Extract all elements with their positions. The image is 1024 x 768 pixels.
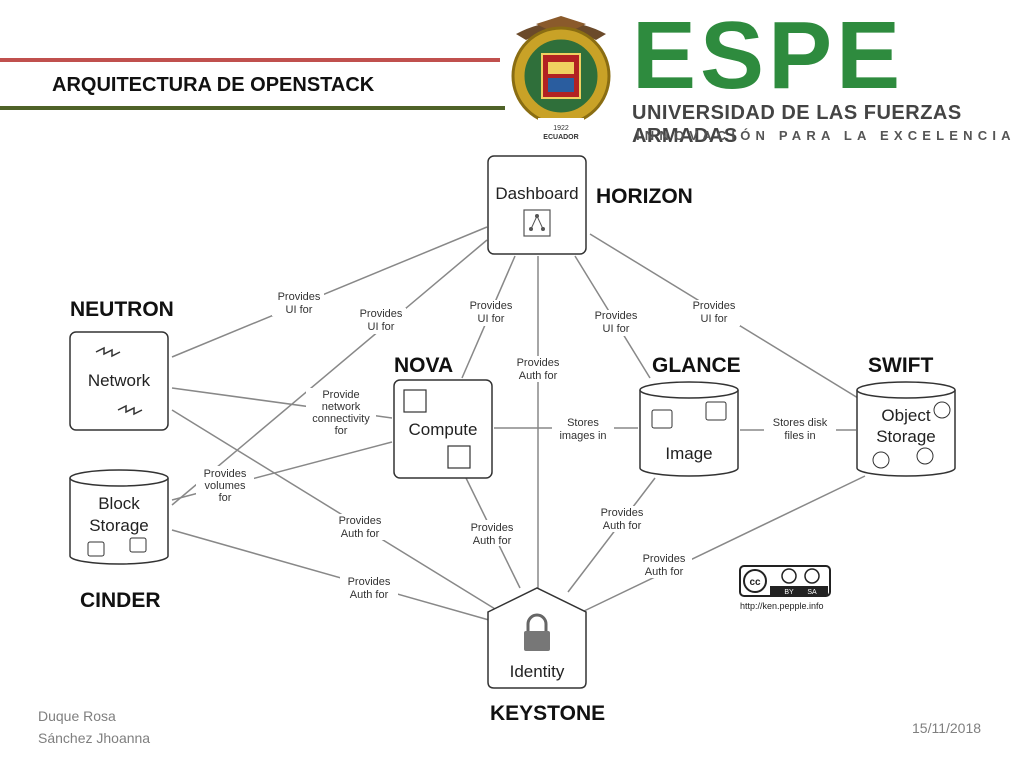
university-name: UNIVERSIDAD DE LAS FUERZAS ARMADAS <box>632 102 962 147</box>
name-neutron: NEUTRON <box>70 298 174 321</box>
edge-identity-network <box>171 409 501 613</box>
name-keystone: KEYSTONE <box>490 702 605 725</box>
edge-identity-block <box>171 529 497 623</box>
edge-identity-image <box>567 477 656 593</box>
footer-date: 15/11/2018 <box>912 720 982 736</box>
object-storage-label-1: Object <box>881 406 930 425</box>
disk-icon-2 <box>705 401 727 421</box>
svg-text:1922: 1922 <box>553 125 569 132</box>
volume-icon-2 <box>129 537 147 553</box>
svg-text:BY: BY <box>784 589 794 596</box>
node-object-storage: Object Storage <box>856 381 956 477</box>
name-horizon: HORIZON <box>596 185 693 208</box>
image-label: Image <box>665 444 712 463</box>
node-image: Image <box>639 381 739 477</box>
sa-icon <box>804 568 820 584</box>
footer-author-1: Duque Rosa <box>38 708 116 724</box>
block-storage-label-1: Block <box>98 494 140 513</box>
node-network: Network <box>69 331 169 431</box>
edge-dash-block <box>171 239 488 506</box>
object-storage-label-2: Storage <box>876 427 936 446</box>
node-identity: Identity <box>487 587 587 689</box>
disk-icon <box>651 409 673 429</box>
license-url: http://ken.pepple.info <box>740 601 824 611</box>
espe-wordmark: ESPE <box>632 2 905 109</box>
by-icon <box>781 568 797 584</box>
lock-icon <box>526 613 548 632</box>
block-storage-label-2: Storage <box>89 516 149 535</box>
object-icon <box>933 401 951 419</box>
edge-identity-object <box>581 475 866 613</box>
page-title: ARQUITECTURA DE OPENSTACK <box>52 74 375 96</box>
lightning-icon <box>95 346 121 358</box>
name-glance: GLANCE <box>652 354 741 377</box>
node-block-storage: Block Storage <box>69 469 169 565</box>
lightning-icon-2 <box>117 404 143 416</box>
identity-label: Identity <box>510 662 565 681</box>
edges <box>171 226 866 623</box>
header-rule-red <box>0 58 500 62</box>
node-compute: Compute <box>393 379 493 479</box>
university-slogan: INNOVACIÓN PARA LA EXCELENCIA <box>636 128 1016 143</box>
object-icon-2 <box>872 451 890 469</box>
name-nova: NOVA <box>394 354 453 377</box>
node-dashboard: Dashboard <box>487 155 587 255</box>
volume-icon <box>87 541 105 557</box>
cube-icon-2 <box>447 445 471 469</box>
cc-icon <box>743 569 767 593</box>
cube-icon <box>403 389 427 413</box>
network-label: Network <box>88 371 151 390</box>
cc-license-badge: cc BY SA <box>739 565 831 597</box>
compute-label: Compute <box>409 420 478 439</box>
espe-seal-logo: 1922 ECUADOR <box>511 16 611 141</box>
object-icon-3 <box>916 447 934 465</box>
svg-text:cc: cc <box>749 577 761 588</box>
svg-text:SA: SA <box>807 589 817 596</box>
edge-dash-network <box>171 226 488 358</box>
seal-text: ECUADOR <box>543 134 578 141</box>
footer-author-2: Sánchez Jhoanna <box>38 730 151 746</box>
dashboard-label: Dashboard <box>495 184 578 203</box>
header-rule-green <box>0 106 505 110</box>
dashboard-icon <box>523 209 551 237</box>
name-cinder: CINDER <box>80 589 161 612</box>
name-swift: SWIFT <box>868 354 933 377</box>
